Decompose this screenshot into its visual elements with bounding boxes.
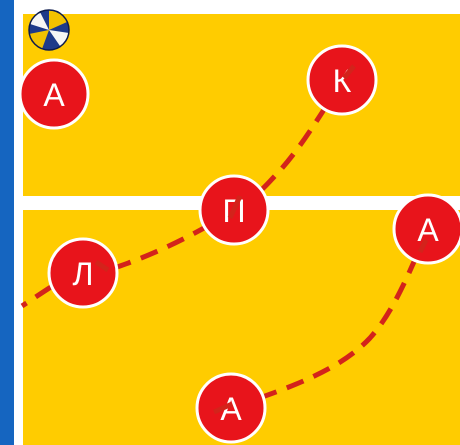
left-boundary-line — [14, 14, 23, 445]
player-label: А — [417, 212, 439, 248]
sideline-band — [0, 0, 14, 445]
player-label: А — [220, 391, 242, 427]
player-marker-l: Л — [47, 237, 119, 309]
player-marker-a-right: А — [392, 193, 460, 265]
path-a-right-to-a-bottom — [229, 228, 431, 411]
player-marker-a-top-left: А — [18, 58, 90, 130]
dash-on-l — [94, 259, 110, 273]
court-floor-far-half — [23, 14, 460, 196]
player-marker-k: К — [306, 44, 378, 116]
player-label: Л — [73, 256, 94, 292]
player-label: А — [43, 77, 65, 113]
court-top-margin — [14, 0, 460, 14]
path-overlay-dashes — [94, 64, 429, 415]
volleyball-icon — [28, 9, 70, 51]
dash-on-a-right — [417, 238, 429, 254]
dash-on-a-bottom — [212, 401, 234, 415]
dash-on-k — [342, 64, 356, 80]
player-marker-a-bottom: А — [195, 372, 267, 444]
dash-on-p — [227, 194, 243, 220]
